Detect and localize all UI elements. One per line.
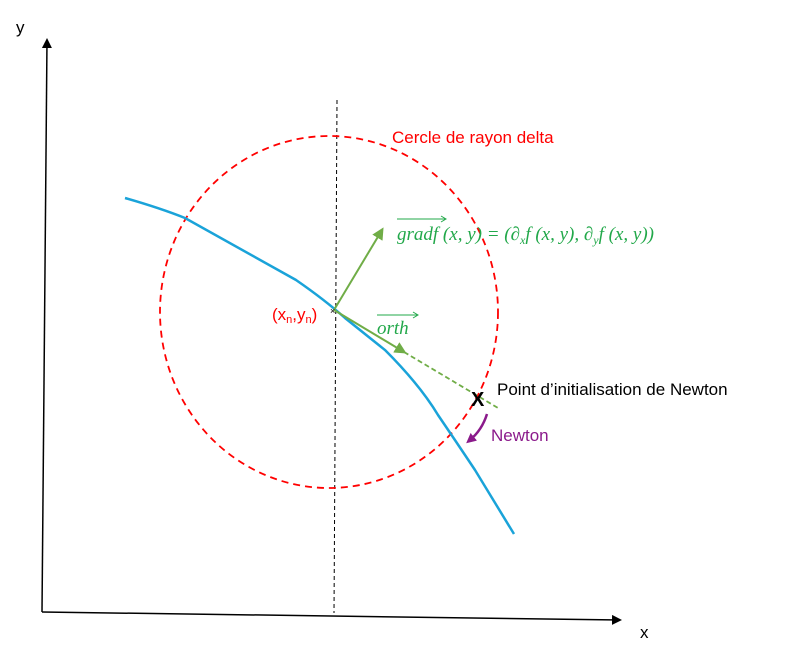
x-axis [41,611,622,625]
gradient-arrow [333,227,384,311]
level-curve [124,196,516,535]
newton-arrow [466,413,489,444]
gradient-label: gradf (x, y) = (∂xf (x, y), ∂yf (x, y)) [397,215,654,247]
current-point-marker: × [330,306,335,316]
orth-label: orth [377,311,419,339]
delta-circle [159,135,499,489]
svg-text:orth: orth [377,318,409,339]
newton-init-label: Point d’initialisation de Newton [497,380,728,399]
gradient-vector-name: grad [397,224,433,245]
svg-text:gradf (x, y) = (∂xf (x, y), ∂y: gradf (x, y) = (∂xf (x, y), ∂yf (x, y)) [397,224,654,247]
y-axis-label: y [16,18,25,37]
orth-arrow [333,309,407,354]
y-axis [41,38,52,613]
x-axis-label: x [640,623,649,642]
vertical-dashed-line [333,99,338,614]
newton-label: Newton [491,426,549,445]
newton-init-marker: X [471,389,485,411]
current-point-label: (xn,yn) [272,305,317,326]
orth-extension [403,351,499,409]
circle-label: Cercle de rayon delta [392,128,554,147]
